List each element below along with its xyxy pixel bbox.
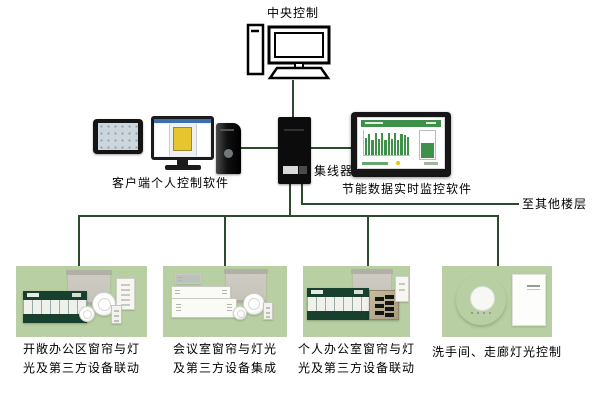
hub-badge xyxy=(283,166,298,174)
hub-drive xyxy=(299,166,307,174)
dashboard-gauge xyxy=(419,130,436,160)
central-control-label: 中央控制 xyxy=(266,6,319,20)
tablet-device-icon xyxy=(93,119,143,154)
zone3-label: 个人办公室窗帘与灯 光及第三方设备联动 xyxy=(293,340,420,378)
dashboard-header-text xyxy=(365,122,383,124)
zone4-label-line1: 洗手间、走廊灯光控制 xyxy=(432,345,563,359)
hub-tower-icon xyxy=(278,117,311,184)
dashboard-footer-logo xyxy=(362,162,388,165)
remote-control-icon xyxy=(263,302,273,320)
tablet-screen xyxy=(98,123,138,150)
interface-module-icon xyxy=(175,274,201,284)
client-label: 客户端个人控制软件 xyxy=(111,176,229,190)
monitor-base xyxy=(165,165,201,170)
occupancy-sensor-small-icon xyxy=(233,306,247,320)
wall-plate-icon xyxy=(395,276,409,302)
software-device-graphic xyxy=(173,127,192,151)
zone-restroom-corridor xyxy=(442,266,552,337)
processor-unit-large-icon xyxy=(171,298,237,318)
dashboard-screen xyxy=(357,117,445,169)
connector-client-hub xyxy=(241,147,278,149)
zone-meeting-room xyxy=(163,266,287,337)
monitor-software-icon xyxy=(151,116,214,160)
connector-drop-zone3 xyxy=(367,217,369,266)
zone3-label-line1: 个人办公室窗帘与灯 xyxy=(297,342,415,356)
zone1-label: 开敞办公区窗帘与灯 光及第三方设备联动 xyxy=(16,340,147,378)
occupancy-sensor-small-icon xyxy=(79,306,95,322)
monitoring-label: 节能数据实时监控软件 xyxy=(342,182,473,196)
client-monitor-screen xyxy=(154,119,211,157)
dashboard-header-menu xyxy=(426,122,436,124)
zone2-label-line1: 会议室窗帘与灯光 xyxy=(172,342,277,356)
wall-keypad-icon xyxy=(116,278,135,310)
zone2-label-line2: 及第三方设备集成 xyxy=(172,361,277,375)
connector-drop-zone1 xyxy=(78,217,80,266)
branch-label: 至其他楼层 xyxy=(522,197,588,211)
din-rail-module-icon xyxy=(307,288,369,320)
dashboard-footer-dot xyxy=(396,161,400,165)
connector-bus xyxy=(78,215,499,217)
remote-control-icon xyxy=(111,305,122,324)
zone1-label-line1: 开敞办公区窗帘与灯 xyxy=(22,342,140,356)
zone-personal-office xyxy=(303,266,410,337)
zone3-label-line2: 光及第三方设备联动 xyxy=(297,361,415,375)
connector-drop-zone2 xyxy=(224,217,226,266)
tower-vent xyxy=(220,129,234,131)
energy-dashboard-icon xyxy=(351,112,451,177)
connector-hub-branch xyxy=(301,184,303,205)
control-panel-icon xyxy=(512,274,546,326)
dashboard-footer-text xyxy=(424,162,438,165)
connector-branch-horizontal xyxy=(301,203,519,205)
software-titlebar xyxy=(154,119,211,123)
desktop-computer-icon xyxy=(246,23,331,80)
hub-slot xyxy=(284,129,304,131)
zone4-label: 洗手间、走廊灯光控制 xyxy=(432,343,562,362)
din-rail-module-icon xyxy=(23,291,87,323)
zone2-label: 会议室窗帘与灯光 及第三方设备集成 xyxy=(163,340,287,378)
connector-central-hub xyxy=(292,80,294,118)
pc-tower-icon xyxy=(216,123,241,174)
zone1-label-line2: 光及第三方设备联动 xyxy=(22,361,140,375)
monitor-stand xyxy=(177,159,188,166)
software-tree-panel xyxy=(155,124,170,156)
software-right-panel xyxy=(196,124,210,156)
connector-hub-bus xyxy=(289,184,291,217)
scene-keypad-icon xyxy=(369,290,399,320)
connector-drop-zone4 xyxy=(497,217,499,266)
dashboard-header xyxy=(361,120,441,127)
connector-hub-monitor xyxy=(311,147,351,149)
dashboard-bar-chart xyxy=(363,130,410,156)
ceiling-sensor-icon xyxy=(456,275,506,325)
tower-logo xyxy=(224,149,233,158)
hub-label: 集线器 xyxy=(314,164,354,178)
zone-open-office xyxy=(16,266,147,337)
